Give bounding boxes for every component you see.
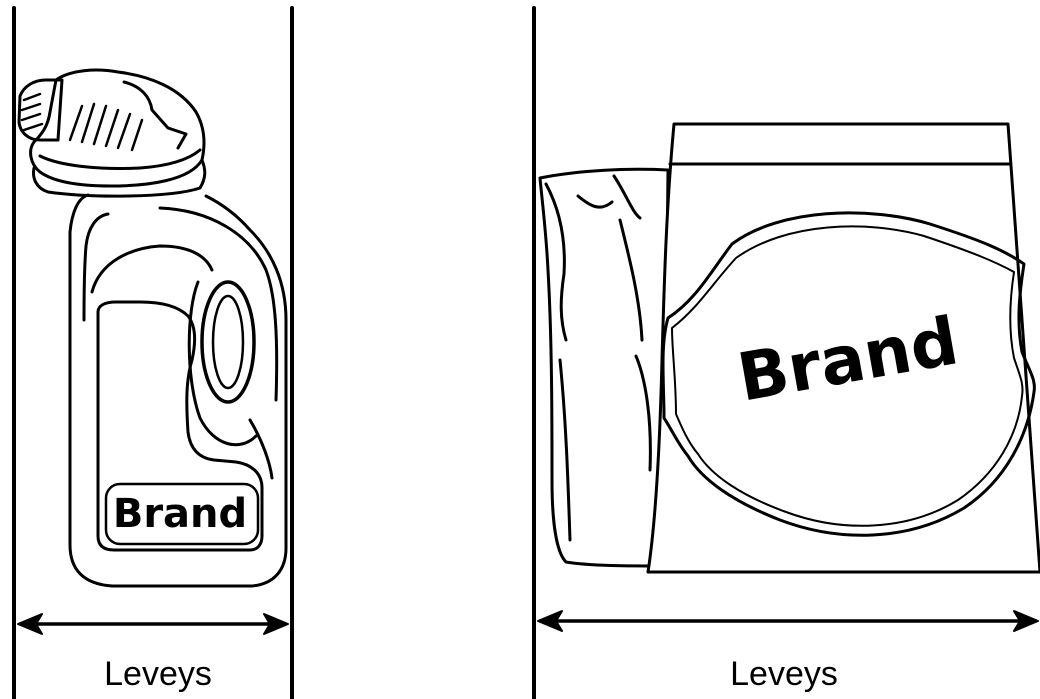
bag-width-label: Leveys — [730, 655, 838, 693]
double-arrow-icon — [538, 611, 1038, 631]
double-arrow-icon — [18, 614, 288, 634]
bottle-brand-label: Brand — [113, 491, 247, 537]
bottle-width-label: Leveys — [104, 655, 212, 693]
bottle-panel: Brand Leveys — [14, 8, 292, 699]
bag-panel: Brand Leveys — [534, 8, 1040, 699]
